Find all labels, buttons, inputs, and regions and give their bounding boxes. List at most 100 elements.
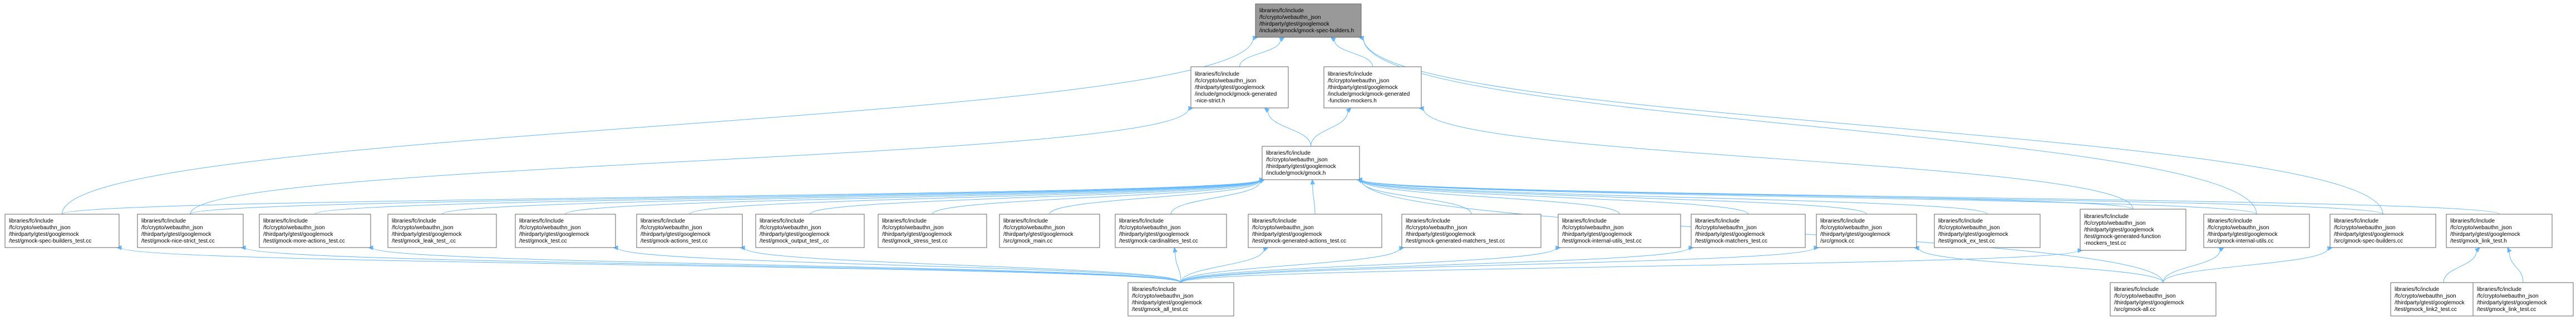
- graph-node-t_linkcc[interactable]: libraries/fc/include/fc/crypto/webauthn_…: [2472, 282, 2574, 317]
- node-label-line: /test/gmock-spec-builders_test.cc: [9, 238, 91, 244]
- graph-node-t_internal[interactable]: libraries/fc/include/fc/crypto/webauthn_…: [1558, 214, 1681, 248]
- graph-node-s_main[interactable]: libraries/fc/include/fc/crypto/webauthn_…: [999, 214, 1100, 248]
- node-box: [2446, 214, 2553, 248]
- graph-node-t_genmatch[interactable]: libraries/fc/include/fc/crypto/webauthn_…: [1401, 214, 1541, 248]
- node-label-line: libraries/fc/include: [141, 218, 186, 224]
- node-label-line: -function-mockers.h: [1328, 98, 1377, 104]
- node-label-line: /test/gmock-generated-function: [2084, 234, 2161, 240]
- graph-node-s_all[interactable]: libraries/fc/include/fc/crypto/webauthn_…: [2110, 282, 2217, 317]
- graph-node-nice[interactable]: libraries/fc/include/fc/crypto/webauthn_…: [1190, 66, 1289, 108]
- edge-s_specb-to-gmockh: [1361, 179, 2383, 215]
- node-label-line: /include/gmock/gmock-spec-builders.h: [1259, 28, 1354, 34]
- node-label-line: libraries/fc/include: [2114, 287, 2159, 293]
- node-label-line: libraries/fc/include: [1695, 218, 1740, 224]
- node-label-line: /thirdparty/gtest/googlemock: [141, 231, 212, 238]
- node-label-line: /test/gmock_leak_test_.cc: [392, 238, 456, 244]
- graph-node-t_more[interactable]: libraries/fc/include/fc/crypto/webauthn_…: [259, 214, 371, 248]
- graph-node-t_leak[interactable]: libraries/fc/include/fc/crypto/webauthn_…: [387, 214, 497, 248]
- node-box: [2080, 209, 2186, 251]
- graph-node-t_output[interactable]: libraries/fc/include/fc/crypto/webauthn_…: [755, 214, 865, 248]
- edge-t_all-to-t_more: [372, 247, 1181, 283]
- graph-node-t_specb[interactable]: libraries/fc/include/fc/crypto/webauthn_…: [4, 214, 120, 248]
- graph-node-t_matchers[interactable]: libraries/fc/include/fc/crypto/webauthn_…: [1691, 214, 1806, 248]
- edge-t_link-to-gmockh: [1361, 179, 2500, 215]
- edge-t_specb-to-gmockh: [62, 179, 1260, 215]
- node-box: [1115, 214, 1227, 248]
- node-box: [137, 214, 244, 248]
- node-label-line: libraries/fc/include: [1820, 218, 1865, 224]
- edge-s_main-to-gmockh: [1049, 180, 1260, 215]
- node-label-line: /test/gmock-generated-actions_test.cc: [1252, 238, 1346, 244]
- node-label-line: /fc/crypto/webauthn_json: [2084, 220, 2146, 226]
- graph-node-t_stress[interactable]: libraries/fc/include/fc/crypto/webauthn_…: [878, 214, 987, 248]
- graph-node-t_ex[interactable]: libraries/fc/include/fc/crypto/webauthn_…: [1934, 214, 2041, 248]
- graph-node-root[interactable]: libraries/fc/include/fc/crypto/webauthn_…: [1255, 3, 1362, 38]
- node-label-line: /thirdparty/gtest/googlemock: [1266, 164, 1337, 170]
- node-label-line: /test/gmock-matchers_test.cc: [1695, 238, 1767, 244]
- node-box: [1255, 3, 1362, 38]
- graph-node-t_genfunc[interactable]: libraries/fc/include/fc/crypto/webauthn_…: [2080, 209, 2186, 251]
- node-label-line: /fc/crypto/webauthn_json: [760, 225, 821, 231]
- graph-node-s_gmock[interactable]: libraries/fc/include/fc/crypto/webauthn_…: [1816, 214, 1917, 248]
- node-label-line: -mockers_test.cc: [2084, 240, 2126, 246]
- node-label-line: /thirdparty/gtest/googlemock: [1938, 231, 2009, 238]
- graph-node-t_gmock[interactable]: libraries/fc/include/fc/crypto/webauthn_…: [515, 214, 616, 248]
- node-label-line: /thirdparty/gtest/googlemock: [641, 231, 711, 238]
- node-label-line: /thirdparty/gtest/googlemock: [392, 231, 462, 238]
- node-label-line: /test/gmock-nice-strict_test.cc: [141, 238, 215, 244]
- node-label-line: libraries/fc/include: [1195, 71, 1239, 77]
- node-box: [1190, 66, 1289, 108]
- node-label-line: /test/gmock_link_test.cc: [2477, 307, 2536, 313]
- graph-node-t_actions[interactable]: libraries/fc/include/fc/crypto/webauthn_…: [636, 214, 743, 248]
- graph-node-s_internal[interactable]: libraries/fc/include/fc/crypto/webauthn_…: [2203, 214, 2310, 248]
- node-box: [878, 214, 987, 248]
- graph-node-t_card[interactable]: libraries/fc/include/fc/crypto/webauthn_…: [1115, 214, 1227, 248]
- edge-t_actions-to-gmockh: [689, 180, 1260, 215]
- edge-t_gmock-to-gmockh: [565, 179, 1260, 215]
- node-label-line: libraries/fc/include: [1938, 218, 1983, 224]
- node-label-line: /thirdparty/gtest/googlemock: [1562, 231, 1633, 238]
- graph-node-t_all[interactable]: libraries/fc/include/fc/crypto/webauthn_…: [1127, 282, 1234, 317]
- edge-t_internal-to-gmockh: [1361, 180, 1620, 215]
- graph-node-funcmockers[interactable]: libraries/fc/include/fc/crypto/webauthn_…: [1323, 66, 1422, 108]
- edge-s_all-to-s_internal: [2163, 249, 2220, 283]
- node-box: [387, 214, 497, 248]
- node-label-line: /src/gmock.cc: [1820, 238, 1854, 244]
- node-label-line: /thirdparty/gtest/googlemock: [263, 231, 334, 238]
- node-label-line: /thirdparty/gtest/googlemock: [2395, 300, 2465, 306]
- edge-t_all-to-t_genmatch: [1180, 248, 1400, 283]
- node-label-line: /thirdparty/gtest/googlemock: [1406, 231, 1476, 238]
- node-label-line: /thirdparty/gtest/googlemock: [1195, 85, 1265, 91]
- edge-t_all-to-t_nice: [245, 247, 1181, 283]
- edge-t_all-to-t_actions: [744, 248, 1181, 283]
- edge-t_specb-to-root: [62, 38, 1254, 215]
- node-box: [1934, 214, 2041, 248]
- node-label-line: /test/gmock-more-actions_test.cc: [263, 238, 345, 244]
- graph-node-t_genact[interactable]: libraries/fc/include/fc/crypto/webauthn_…: [1248, 214, 1382, 248]
- node-label-line: /fc/crypto/webauthn_json: [1328, 78, 1390, 84]
- node-label-line: /fc/crypto/webauthn_json: [2395, 293, 2456, 299]
- node-box: [999, 214, 1100, 248]
- graph-node-t_link[interactable]: libraries/fc/include/fc/crypto/webauthn_…: [2446, 214, 2553, 248]
- node-label-line: /thirdparty/gtest/googlemock: [2114, 300, 2185, 306]
- node-label-line: libraries/fc/include: [1259, 8, 1304, 14]
- node-label-line: /thirdparty/gtest/googlemock: [2477, 300, 2548, 306]
- edge-t_all-to-t_gmock: [617, 248, 1181, 283]
- node-label-line: /fc/crypto/webauthn_json: [2208, 225, 2269, 231]
- edge-t_genfunc-to-gmockh: [1361, 179, 2134, 210]
- graph-node-s_specb[interactable]: libraries/fc/include/fc/crypto/webauthn_…: [2329, 214, 2436, 248]
- graph-node-t_nice[interactable]: libraries/fc/include/fc/crypto/webauthn_…: [137, 214, 244, 248]
- node-label-line: /test/gmock_all_test.cc: [1132, 307, 1188, 313]
- node-label-line: libraries/fc/include: [1406, 218, 1450, 224]
- node-label-line: libraries/fc/include: [760, 218, 804, 224]
- node-label-line: libraries/fc/include: [9, 218, 53, 224]
- node-label-line: /thirdparty/gtest/googlemock: [2334, 231, 2405, 238]
- arrowhead-icon: [1173, 246, 1178, 253]
- node-label-line: /fc/crypto/webauthn_json: [9, 225, 71, 231]
- graph-node-gmockh[interactable]: libraries/fc/include/fc/crypto/webauthn_…: [1262, 146, 1360, 180]
- node-label-line: /test/gmock-internal-utils_test.cc: [1562, 238, 1642, 244]
- edge-s_internal-to-gmockh: [1361, 179, 2257, 215]
- node-label-line: libraries/fc/include: [2450, 218, 2495, 224]
- arrowhead-icon: [1279, 37, 1285, 42]
- edge-t_all-to-t_specb: [121, 247, 1181, 283]
